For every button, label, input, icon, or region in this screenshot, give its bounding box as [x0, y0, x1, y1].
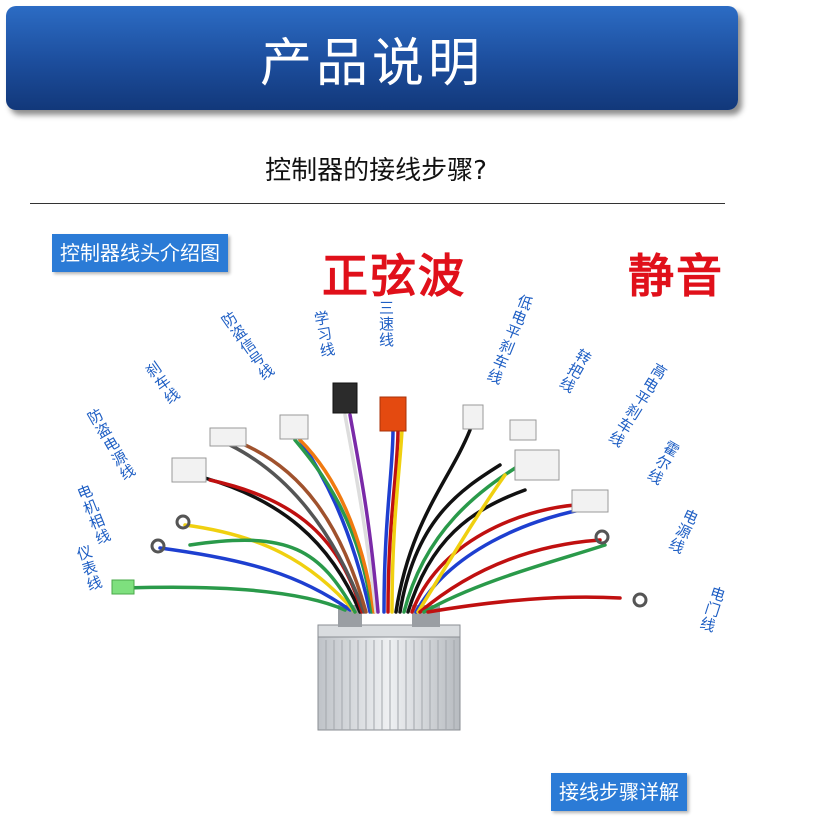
controller-box — [317, 605, 461, 731]
wire-bundle — [123, 413, 622, 614]
label-three-speed-wire: 三速线 — [377, 300, 395, 348]
page-subtitle: 控制器的接线步骤? — [265, 156, 487, 186]
badge-sine-wave: 正弦波 — [322, 249, 466, 303]
badge-silent: 静音 — [628, 249, 724, 303]
tag-wire-intro: 控制器线头介绍图 — [52, 234, 228, 272]
wire-connectors — [111, 382, 648, 608]
banner-title: 产品说明 — [259, 33, 484, 94]
header-banner: 产品说明 — [6, 6, 738, 110]
tag-wiring-steps: 接线步骤详解 — [551, 773, 687, 811]
divider — [30, 203, 725, 204]
